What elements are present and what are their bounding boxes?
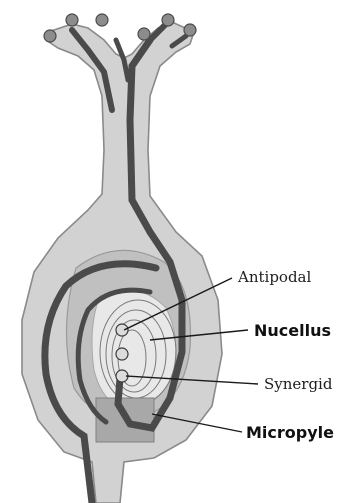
pollen-grain-5 — [162, 14, 174, 26]
pollen-grain-1 — [44, 30, 56, 42]
embryo-sac-cells — [116, 324, 128, 382]
label-antipodal: Antipodal — [237, 268, 311, 286]
pollen-grain-4 — [138, 28, 150, 40]
pollen-grain-6 — [184, 24, 196, 36]
label-nucellus: Nucellus — [254, 321, 331, 340]
antipodal-cell — [116, 324, 128, 336]
pollen-grain-2 — [66, 14, 78, 26]
pollen-grain-3 — [96, 14, 108, 26]
label-synergid: Synergid — [264, 375, 333, 393]
egg-cell — [116, 348, 128, 360]
label-micropyle: Micropyle — [246, 423, 334, 442]
